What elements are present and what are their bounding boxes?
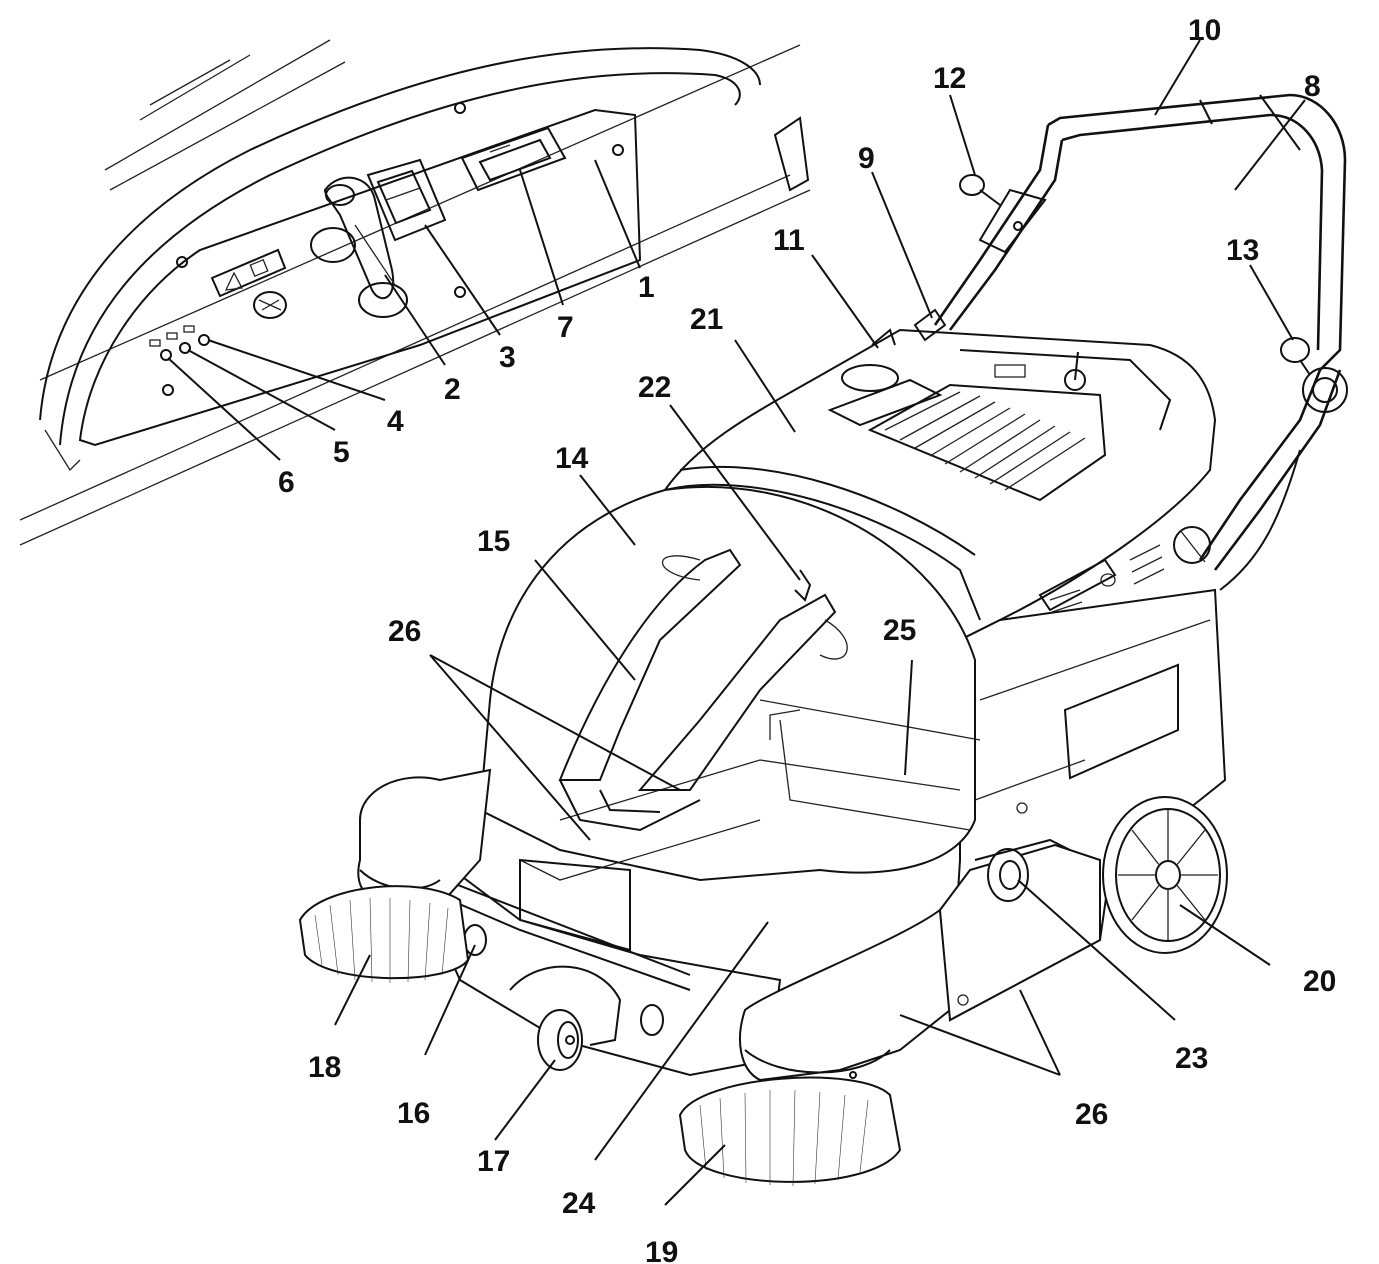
leader-26b-1: [899, 1014, 1061, 1076]
callout-16: 16: [397, 1097, 430, 1130]
callout-3: 3: [499, 341, 516, 374]
callout-10: 10: [1188, 14, 1221, 47]
leader-17: [494, 1059, 556, 1141]
debris-hopper: [478, 485, 981, 952]
front-bumper: [439, 858, 782, 1077]
callout-26-right: 26: [1075, 1098, 1108, 1131]
leader-26a-1: [429, 654, 591, 841]
callout-23: 23: [1175, 1042, 1208, 1075]
callout-12: 12: [933, 62, 966, 95]
leader-19: [664, 1144, 726, 1206]
leader-10: [1154, 39, 1201, 116]
callout-8: 8: [1304, 70, 1321, 103]
leader-11: [811, 254, 879, 349]
rear-wheel: [1102, 796, 1228, 954]
callout-14: 14: [555, 442, 589, 475]
leader-3: [424, 224, 501, 336]
callout-1: 1: [638, 271, 655, 304]
callout-17: 17: [477, 1145, 510, 1178]
callout-2: 2: [444, 373, 461, 406]
callout-9: 9: [858, 142, 875, 175]
leader-lines: [167, 39, 1306, 1206]
right-side-brush-arm: [938, 838, 1101, 1022]
leader-23: [1017, 879, 1176, 1021]
leader-15: [534, 559, 636, 681]
leader-18: [334, 954, 371, 1026]
callout-26-left: 26: [388, 615, 421, 648]
leader-2: [384, 274, 446, 366]
leader-7: [519, 169, 564, 306]
leader-8: [1234, 99, 1306, 191]
callout-4: 4: [387, 405, 404, 438]
callout-24: 24: [562, 1187, 596, 1220]
callout-25: 25: [883, 614, 916, 647]
leader-4: [207, 339, 386, 401]
leader-9: [871, 171, 933, 319]
leader-26a-2: [429, 654, 681, 791]
leader-22: [669, 404, 801, 581]
control-panel-inset: [19, 39, 811, 546]
leader-13: [1249, 264, 1294, 341]
callout-19: 19: [645, 1236, 678, 1264]
callout-20: 20: [1303, 965, 1336, 998]
leader-14: [579, 474, 636, 546]
right-side-brush: [678, 908, 952, 1187]
leader-12: [949, 94, 976, 176]
sweeper-machine: [298, 93, 1348, 1187]
callout-22: 22: [638, 371, 671, 404]
callout-7: 7: [557, 311, 574, 344]
callout-15: 15: [477, 525, 510, 558]
leader-1: [594, 159, 641, 269]
callout-13: 13: [1226, 234, 1259, 267]
callout-21: 21: [690, 303, 723, 336]
push-handle: [933, 93, 1348, 591]
leader-24: [594, 921, 769, 1161]
left-side-brush: [298, 768, 492, 983]
callout-labels: 1 2 3 4 5 6 7 8 9 10 11 12 13 14 15 16 1…: [278, 14, 1336, 1264]
leader-25: [904, 659, 913, 776]
callout-6: 6: [278, 466, 295, 499]
callout-5: 5: [333, 436, 350, 469]
leader-21: [734, 339, 796, 433]
leader-20: [1179, 904, 1271, 966]
leader-5: [187, 349, 336, 431]
leader-6: [167, 357, 281, 461]
leader-26b-2: [1019, 989, 1061, 1076]
callout-11: 11: [773, 224, 805, 257]
callout-18: 18: [308, 1051, 341, 1084]
leader-16: [424, 944, 476, 1056]
